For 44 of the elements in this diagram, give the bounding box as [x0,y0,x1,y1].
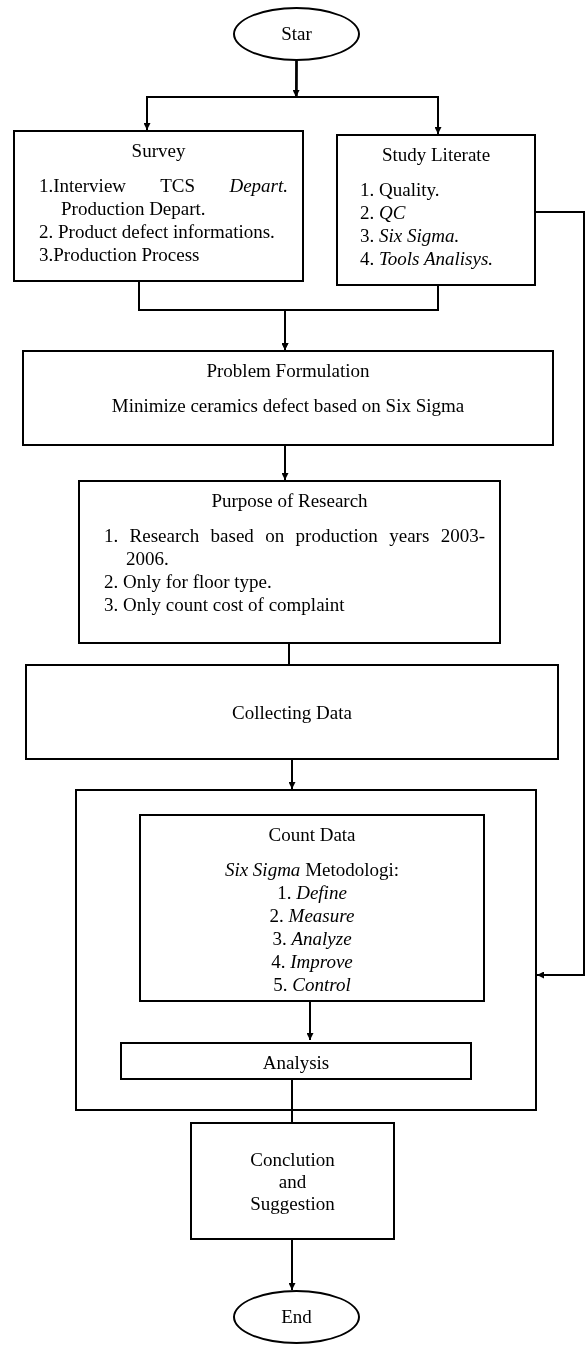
list-item: 3. Only count cost of complaint [104,593,346,616]
arrow [292,60,300,98]
process-box [78,480,501,644]
node-title: Purpose of Research [211,490,368,512]
node-title: Analysis [262,1052,330,1074]
arrow [281,285,439,351]
list-item: 1. Quality. [360,178,441,201]
arrow [288,759,296,790]
list-item: 2. Product defect informations. [39,220,276,243]
list-item: 2. QC [360,201,407,224]
node-title: End [281,1306,312,1328]
arrow [288,1239,296,1291]
node-text: 3. Analyze [272,927,352,950]
node-text: 1. Define [277,881,347,904]
node-text: 4. Improve [271,950,353,973]
node-title: Survey [131,140,186,162]
process-box [190,1122,395,1240]
list-item: 1.Interview TCS Depart. Production Depart. [39,174,288,220]
node-title: Star [281,23,312,45]
process-box [22,350,554,446]
list-item: 3.Production Process [39,243,201,266]
arrow [295,60,442,135]
node-text: 2. Measure [269,904,355,927]
node-title: Conclution and Suggestion [249,1149,336,1215]
node-text: Six Sigma Metodologi: [224,858,400,881]
arrow [535,211,585,979]
node-text: Minimize ceramics defect based on Six Sigma [111,394,465,417]
list-item: 4. Tools Analisys. [360,247,495,270]
arrow [281,445,289,481]
node-title: Collecting Data [232,702,352,724]
process-box [120,1042,472,1080]
group-box [75,789,537,1111]
node-title: Study Literate [381,144,491,166]
list-item: 2. Only for floor type. [104,570,273,593]
node-title: Count Data [268,824,356,846]
process-box [13,130,304,282]
process-box [139,814,485,1002]
process-box [336,134,536,286]
list-item: 1. Research based on production years 2003-2006. [104,524,485,570]
process-box [25,664,559,760]
node-title: Problem Formulation [206,360,370,382]
connector-line [288,643,290,665]
node-text: 5. Control [273,973,351,996]
list-item: 3. Six Sigma. [360,224,461,247]
